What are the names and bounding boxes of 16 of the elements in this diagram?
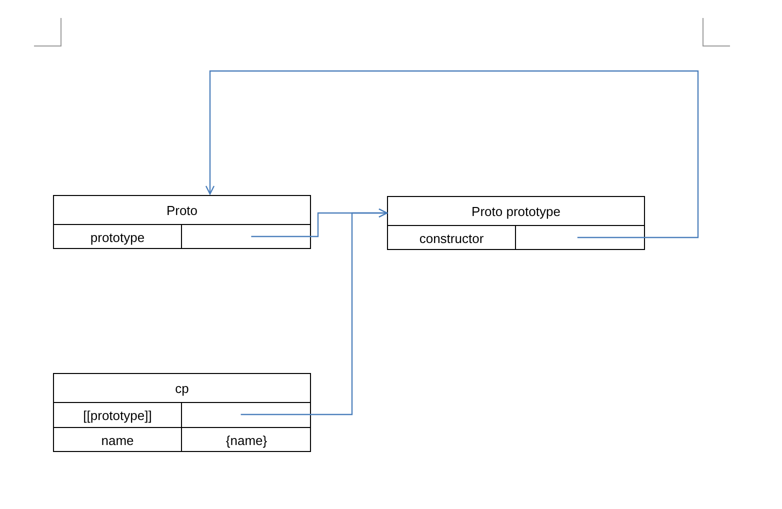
table-cell: [[prototype]] bbox=[53, 402, 182, 427]
table-title: Proto prototype bbox=[472, 204, 560, 218]
table-cell: prototype bbox=[53, 224, 182, 249]
table bbox=[53, 373, 311, 452]
table-title: cp bbox=[175, 380, 189, 396]
table-cell bbox=[181, 402, 311, 427]
table-cell bbox=[181, 224, 311, 249]
table bbox=[53, 195, 311, 249]
connector-arrow bbox=[205, 70, 699, 238]
connector-arrow bbox=[240, 208, 388, 416]
table bbox=[387, 196, 645, 250]
table-cell: name bbox=[53, 427, 182, 452]
table-cell bbox=[515, 225, 645, 250]
table-cell: {name} bbox=[181, 427, 311, 452]
table-title: Proto bbox=[166, 202, 198, 218]
table-cell: constructor bbox=[387, 225, 516, 250]
